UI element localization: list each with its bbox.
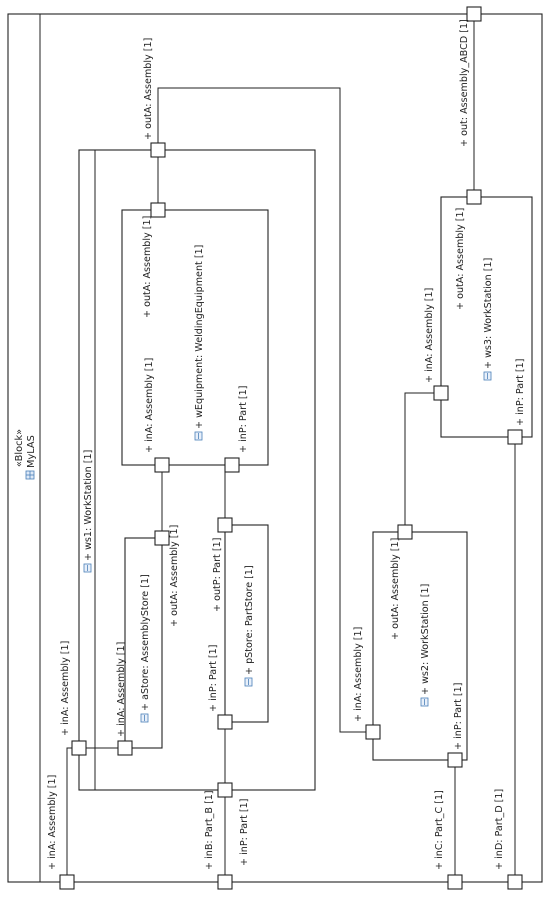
port-ws2-outA[interactable]: [397, 524, 413, 540]
label-astore-inA: + inA: Assembly [1]: [116, 642, 127, 737]
label-block-out: + out: Assembly_ABCD [1]: [459, 19, 470, 147]
ws2-part[interactable]: [372, 531, 468, 761]
ws1-name: + ws1: WorkStation [1]: [83, 450, 94, 561]
port-pstore-outP[interactable]: [217, 517, 233, 533]
pstore-part[interactable]: [224, 524, 269, 723]
connector-block-inA-ws1-inA: [66, 747, 79, 882]
pstore-name-label: + pStore: PartStore [1]: [244, 565, 255, 687]
astore-part[interactable]: [124, 537, 163, 749]
label-weq-outA: + outA: Assembly [1]: [142, 216, 153, 318]
wequipment-name: + wEquipment: WeldingEquipment [1]: [194, 245, 205, 429]
block-icon: [25, 470, 35, 480]
ws2-name-label: + ws2: WorkStation [1]: [420, 584, 431, 707]
label-astore-outA: + outA: Assembly [1]: [169, 525, 180, 627]
part-icon: [194, 431, 203, 441]
label-ws2-inA: + inA: Assembly [1]: [353, 627, 364, 722]
astore-name-label: + aStore: AssemblyStore [1]: [140, 574, 151, 723]
part-icon: [483, 371, 492, 381]
port-ws2-inP[interactable]: [447, 752, 463, 768]
port-weq-inA[interactable]: [154, 457, 170, 473]
label-block-inD: + inD: Part_D [1]: [494, 789, 505, 870]
ws2-name: + ws2: WorkStation [1]: [420, 584, 431, 695]
port-block-inA[interactable]: [59, 874, 75, 890]
label-ws2-inP: + inP: Part [1]: [453, 683, 464, 750]
port-ws2-inA[interactable]: [365, 724, 381, 740]
port-labels: + inA: Assembly [1] + inB: Part_B [1] + …: [47, 19, 526, 870]
wequipment-part[interactable]: [121, 209, 269, 466]
label-ws1-outA: + outA: Assembly [1]: [143, 38, 154, 140]
block-frame: [7, 13, 543, 883]
label-block-inB: + inB: Part_B [1]: [204, 790, 215, 870]
port-ws1-outA[interactable]: [150, 142, 166, 158]
port-weq-inP[interactable]: [224, 457, 240, 473]
label-block-inA: + inA: Assembly [1]: [47, 775, 58, 870]
label-weq-inA: + inA: Assembly [1]: [144, 358, 155, 453]
label-ws3-outA: + outA: Assembly [1]: [455, 208, 466, 310]
part-icon: [83, 563, 92, 573]
ws1-name-label: + ws1: WorkStation [1]: [83, 450, 94, 573]
ws3-part[interactable]: [440, 196, 533, 438]
part-icon: [140, 713, 149, 723]
port-ws3-inP[interactable]: [507, 429, 523, 445]
port-ws1-inP[interactable]: [217, 782, 233, 798]
part-icon: [244, 677, 253, 687]
port-block-inB[interactable]: [217, 874, 233, 890]
label-ws3-inP: + inP: Part [1]: [515, 359, 526, 426]
port-ws3-outA[interactable]: [466, 189, 482, 205]
port-block-out[interactable]: [466, 6, 482, 22]
part-icon: [420, 697, 429, 707]
pstore-name: + pStore: PartStore [1]: [244, 565, 255, 675]
connector-pstore-outP-weq-inP: [224, 465, 233, 525]
port-weq-outA[interactable]: [150, 202, 166, 218]
ws1-part[interactable]: [78, 149, 316, 791]
port-pstore-inP[interactable]: [217, 714, 233, 730]
ws3-name-label: + ws3: WorkStation [1]: [483, 258, 494, 381]
connectors: [66, 14, 516, 882]
label-ws3-inA: + inA: Assembly [1]: [424, 288, 435, 383]
port-astore-inA[interactable]: [117, 740, 133, 756]
wequipment-name-label: + wEquipment: WeldingEquipment [1]: [194, 245, 205, 441]
connector-ws2-outA-ws3-inA: [404, 392, 441, 532]
label-pstore-inP: + inP: Part [1]: [208, 645, 219, 712]
label-ws2-outA: + outA: Assembly [1]: [390, 538, 401, 640]
block-name-group: MyLAS: [25, 435, 37, 480]
port-ws1-inA[interactable]: [71, 740, 87, 756]
port-ws3-inA[interactable]: [433, 385, 449, 401]
port-block-inD[interactable]: [507, 874, 523, 890]
astore-name: + aStore: AssemblyStore [1]: [140, 574, 151, 711]
block-name: MyLAS: [26, 435, 37, 468]
ports: [59, 6, 523, 890]
connector-ws1-outA-ws2-inA: [157, 87, 373, 733]
label-ws1-inA: + inA: Assembly [1]: [60, 641, 71, 736]
label-block-inC: + inC: Part_C [1]: [434, 790, 445, 870]
label-weq-inP: + inP: Part [1]: [238, 386, 249, 453]
ws3-name: + ws3: WorkStation [1]: [483, 258, 494, 369]
port-astore-outA[interactable]: [154, 530, 170, 546]
port-block-inC[interactable]: [447, 874, 463, 890]
block-stereotype: «Block»: [14, 429, 25, 467]
label-pstore-outP: + outP: Part [1]: [212, 538, 223, 612]
label-ws1-inP: + inP: Part [1]: [239, 799, 250, 866]
